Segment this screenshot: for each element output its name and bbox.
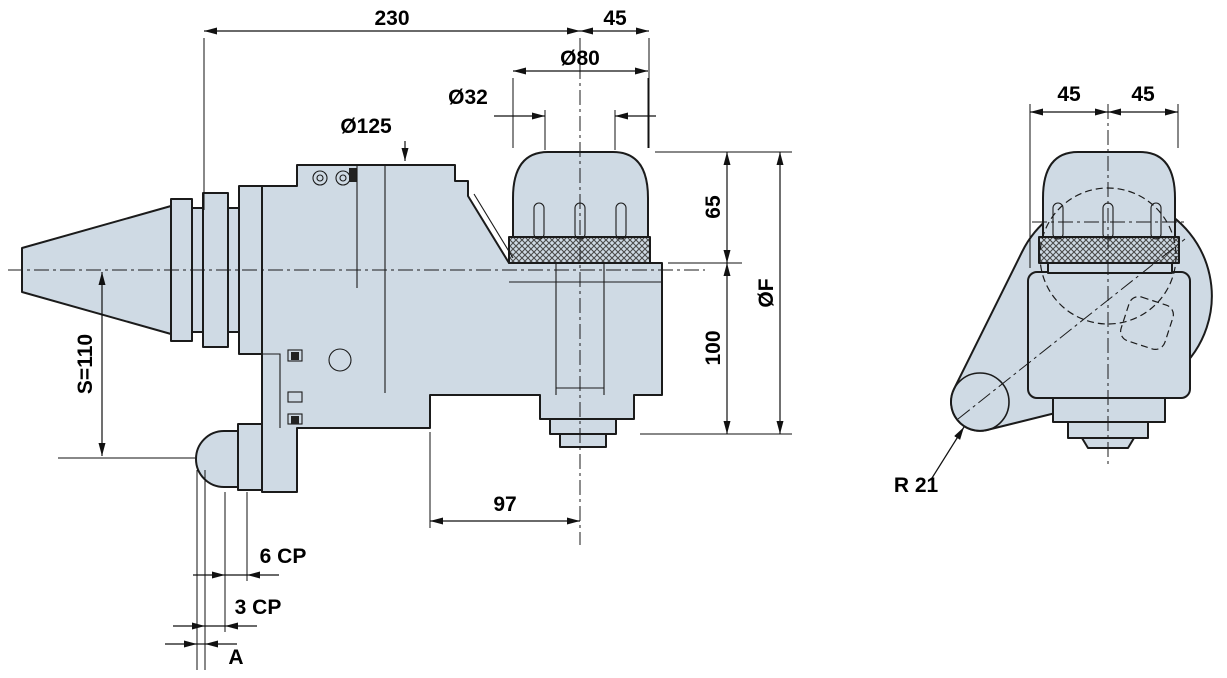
- dim-dF-label: ØF: [755, 278, 778, 307]
- centerline-diagonal: [957, 238, 1186, 420]
- dim-65-label: 65: [702, 195, 725, 219]
- dim-230-label: 230: [374, 7, 409, 30]
- spindle-step-1: [549, 418, 617, 435]
- dim-a-label: A: [228, 646, 243, 669]
- main-body: [261, 164, 663, 493]
- stop-pin-boss-circle: [950, 372, 1010, 432]
- collet-slot: [533, 202, 545, 240]
- dim-r21-label: R 21: [894, 474, 939, 497]
- top-keyway: [349, 168, 357, 182]
- side-view-dimensions: 230 45 Ø80 Ø32 Ø125 65 100 ØF S=110 97: [58, 7, 792, 670]
- nut-dome: [1042, 151, 1176, 238]
- stop-pin-collar: [237, 423, 263, 491]
- dim-45-right-label: 45: [1131, 83, 1155, 106]
- dim-45-label: 45: [603, 7, 627, 30]
- dim-45-left-label: 45: [1057, 83, 1081, 106]
- dim-6cp-label: 6 CP: [260, 545, 307, 568]
- dim-s110-label: S=110: [74, 334, 97, 394]
- spindle-step-2: [559, 433, 607, 448]
- dim-3cp-label: 3 CP: [235, 596, 282, 619]
- housing-step-1: [1052, 397, 1166, 423]
- screw-head: [312, 170, 328, 186]
- collet-slot: [1052, 202, 1064, 240]
- dim-100-label: 100: [702, 330, 725, 365]
- dim-d125-label: Ø125: [340, 115, 392, 138]
- collet-slot: [615, 202, 627, 240]
- collet-slot: [1150, 202, 1162, 240]
- body-details: [262, 165, 662, 428]
- end-view: [949, 104, 1213, 468]
- side-hole: [328, 348, 352, 372]
- side-view: [8, 38, 705, 545]
- hidden-pocket: [1120, 296, 1174, 350]
- dim-d32-label: Ø32: [448, 86, 488, 109]
- collet-nut-front: [1038, 151, 1180, 274]
- end-view-dimensions: 45 45 R 21: [894, 83, 1179, 497]
- dim-97-label: 97: [493, 493, 516, 516]
- dim-d80-label: Ø80: [560, 47, 600, 70]
- stop-pin: [195, 430, 241, 488]
